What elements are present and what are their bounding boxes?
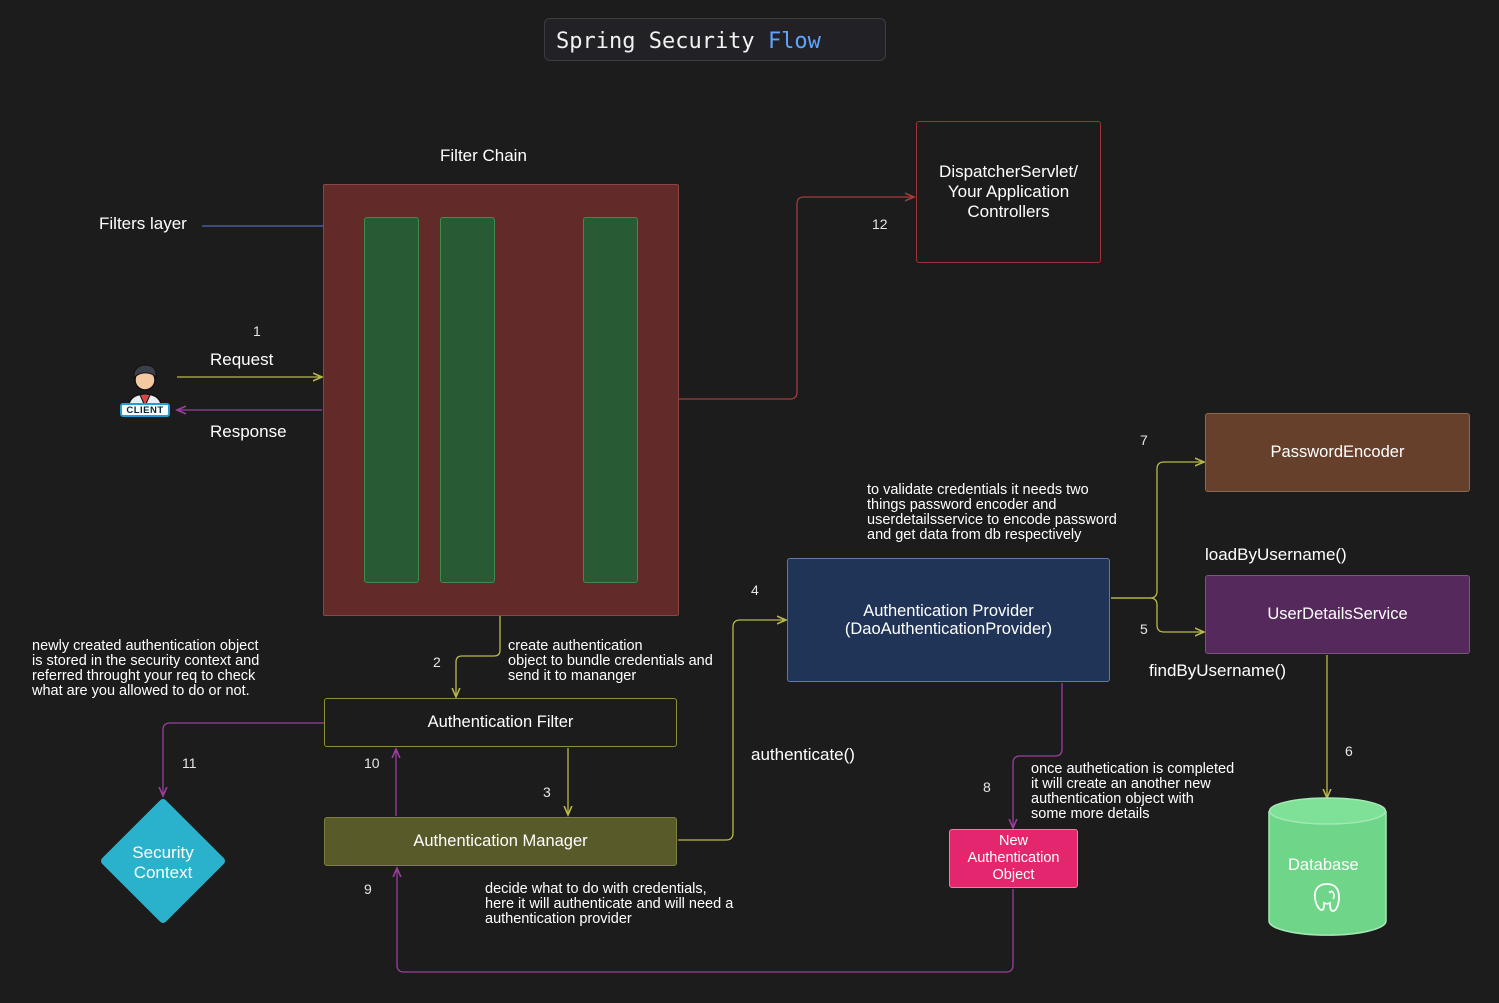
step-number-6: 6 <box>1345 743 1353 759</box>
step-number-7: 7 <box>1140 432 1148 448</box>
filter-bar-3 <box>583 217 638 583</box>
step5-arrow <box>1111 597 1204 632</box>
authentication-manager-label: Authentication Manager <box>413 832 588 850</box>
create-auth-object-note: create authentication object to bundle c… <box>508 638 713 684</box>
authenticate-method-label: authenticate() <box>751 745 855 764</box>
new-auth-line-2: Authentication <box>967 850 1060 866</box>
title-box <box>544 18 886 61</box>
response-label: Response <box>210 422 287 441</box>
user-details-service-label: UserDetailsService <box>1267 605 1408 623</box>
security-context-line-1: Security <box>132 843 194 862</box>
step7-arrow <box>1111 462 1204 599</box>
filter-chain-label: Filter Chain <box>440 146 527 165</box>
validate-credentials-note: to validate credentials it needs two thi… <box>867 482 1117 543</box>
dispatcher-servlet-box: DispatcherServlet/ Your Application Cont… <box>916 121 1101 263</box>
step-number-9: 9 <box>364 881 372 897</box>
filter-bar-1 <box>364 217 419 583</box>
database-cylinder <box>1268 797 1387 936</box>
manager-decision-note: decide what to do with credentials, here… <box>485 881 734 927</box>
password-encoder-box: PasswordEncoder <box>1205 413 1470 492</box>
postgresql-elephant-icon <box>1313 883 1340 912</box>
request-label: Request <box>210 350 274 369</box>
dispatcher-line-1: DispatcherServlet/ <box>939 162 1078 181</box>
step-number-2: 2 <box>433 654 441 670</box>
filter-bar-2 <box>440 217 495 583</box>
database-label: Database <box>1288 856 1359 874</box>
load-by-username-label: loadByUsername() <box>1205 545 1347 564</box>
new-auth-line-3: Object <box>992 867 1035 883</box>
security-context-line-2: Context <box>133 863 193 882</box>
filters-layer-label: Filters layer <box>99 214 187 233</box>
step9-arrow <box>397 868 1014 973</box>
new-auth-line-1: New <box>998 833 1028 849</box>
step8-arrow <box>1013 683 1063 828</box>
authentication-provider-box: Authentication Provider (DaoAuthenticati… <box>787 558 1110 682</box>
step2-arrow <box>456 615 501 697</box>
title-accent: Flow <box>767 29 821 54</box>
authentication-provider-line-2: (DaoAuthenticationProvider) <box>844 620 1053 638</box>
step-number-5: 5 <box>1140 621 1148 637</box>
dispatcher-line-2: Your Application <box>947 182 1070 201</box>
authentication-provider-line-1: Authentication Provider <box>863 602 1034 620</box>
find-by-username-label: findByUsername() <box>1149 661 1286 680</box>
authentication-completed-note: once authetication is completed it will … <box>1031 761 1235 822</box>
user-details-service-box: UserDetailsService <box>1205 575 1470 654</box>
step4-arrow <box>678 620 786 841</box>
authentication-filter-label: Authentication Filter <box>427 713 574 731</box>
step-number-12: 12 <box>872 216 888 232</box>
security-context-label: Security Context <box>103 841 223 885</box>
step-number-8: 8 <box>983 779 991 795</box>
password-encoder-label: PasswordEncoder <box>1270 443 1405 461</box>
dispatcher-arrow <box>678 197 914 400</box>
dispatcher-line-3: Controllers <box>967 202 1050 221</box>
authentication-filter-box: Authentication Filter <box>324 698 677 747</box>
step-number-11: 11 <box>182 755 197 771</box>
authentication-manager-box: Authentication Manager <box>324 817 677 866</box>
security-context-note: newly created authentication object is s… <box>32 638 260 699</box>
step11-arrow <box>163 722 324 796</box>
step-number-10: 10 <box>364 755 380 771</box>
diagram-title: Spring Security Flow <box>556 29 821 54</box>
step-number-4: 4 <box>751 582 759 598</box>
new-authentication-object-box: New Authentication Object <box>949 829 1078 888</box>
step-number-1: 1 <box>253 323 261 339</box>
client-tag: CLIENT <box>120 403 170 417</box>
step-number-3: 3 <box>543 784 551 800</box>
title-main: Spring Security <box>556 29 755 54</box>
